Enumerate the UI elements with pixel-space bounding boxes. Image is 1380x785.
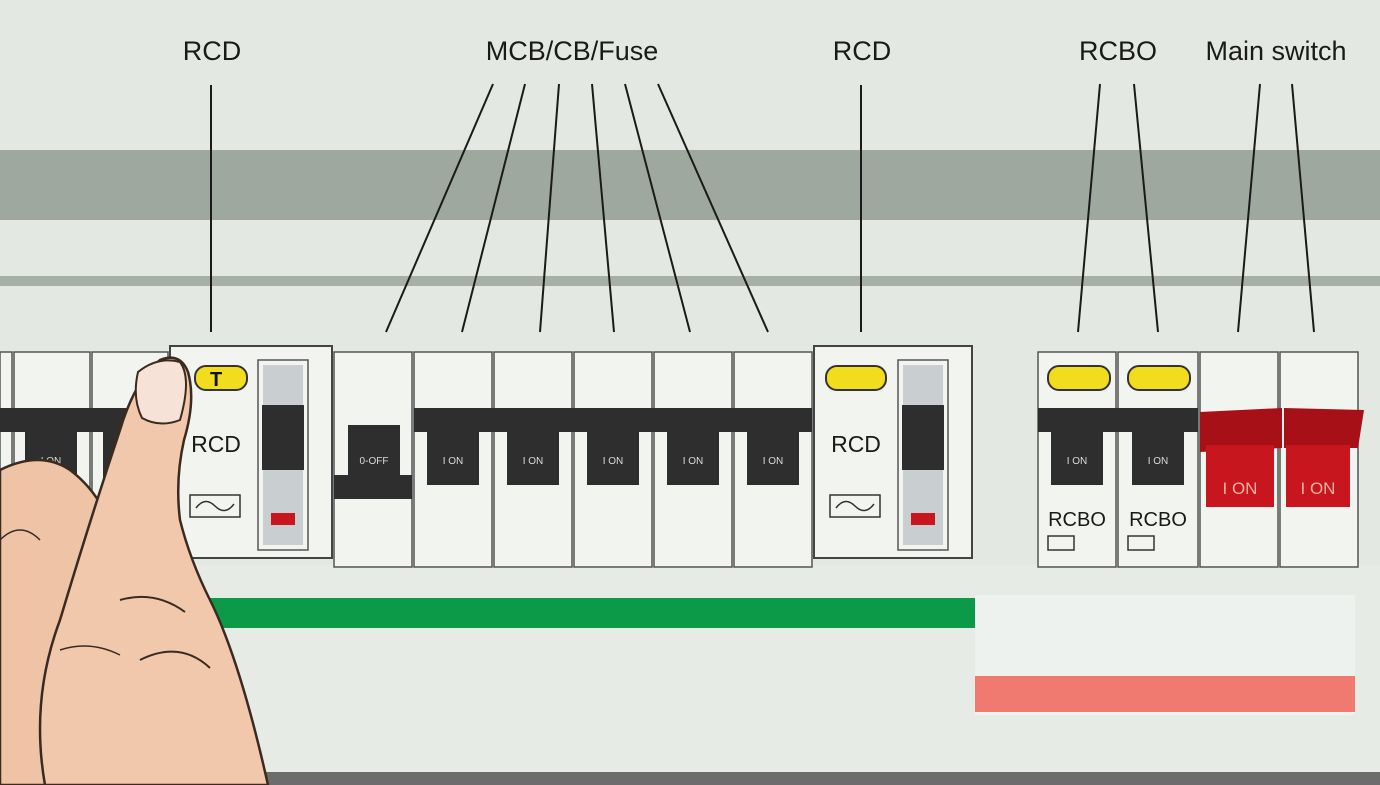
svg-text:I ON: I ON [1067,456,1088,467]
fingernail [134,359,187,425]
rcd-right-symbol [829,494,881,518]
svg-text:I ON: I ON [763,456,784,467]
red-bar [975,676,1355,712]
cover-rail [0,276,1380,286]
toggle-rcbo-1[interactable] [1051,430,1103,485]
rcbo-2-symbol [1127,535,1155,551]
label-rcd-left: RCD [183,36,242,66]
toggle-mcb-6[interactable] [747,430,799,485]
rcd-left-test-button[interactable] [194,365,248,391]
main-switch-toggle-1[interactable] [1206,445,1274,507]
svg-text:I ON: I ON [443,456,464,467]
pointing-hand [0,356,270,785]
rcbo-1-symbol [1047,535,1075,551]
bottom-edge [0,772,1380,785]
rcd-left-indicator [271,513,295,525]
rcd-left: T RCD [169,345,333,559]
main-switch: I ON I ON [1199,351,1364,568]
rcd-right-test-button[interactable] [825,365,887,391]
rcd-right-label: RCD [831,431,881,457]
svg-text:I ON: I ON [1223,479,1258,498]
rcd-left-symbol [189,494,241,518]
rcbo-1-label: RCBO [1048,509,1106,531]
rcd-right: RCD [813,345,973,559]
toggle-mcb-1-off[interactable] [348,425,400,487]
rcd-right-toggle[interactable] [902,405,944,470]
rcbo-1-test-button[interactable] [1047,365,1111,391]
svg-text:I ON: I ON [1148,456,1169,467]
label-main-switch: Main switch [1205,36,1346,66]
rcd-left-toggle[interactable] [262,405,304,470]
toggle-mcb-3[interactable] [507,430,559,485]
toggle-mcb-2[interactable] [427,430,479,485]
toggle-mcb-5[interactable] [667,430,719,485]
label-rcbo: RCBO [1079,36,1157,66]
svg-text:I ON: I ON [603,456,624,467]
svg-text:0-OFF: 0-OFF [360,456,389,467]
cover-band [0,150,1380,220]
mcb-group: 0-OFF I ON I ON I ON I ON I ON [333,351,813,568]
leader-lines [210,83,1315,333]
svg-text:I ON: I ON [523,456,544,467]
rcbo-2-test-button[interactable] [1127,365,1191,391]
main-switch-toggle-2[interactable] [1286,445,1350,507]
green-bar [190,598,975,628]
rcbo-group: I ON I ON RCBO RCBO [1037,351,1199,568]
label-rcd-right: RCD [833,36,892,66]
svg-text:I ON: I ON [1301,479,1336,498]
rcd-left-label: RCD [191,431,241,457]
toggle-rcbo-2[interactable] [1132,430,1184,485]
label-mcb: MCB/CB/Fuse [486,36,659,66]
svg-text:T: T [210,369,222,391]
rcbo-2-label: RCBO [1129,509,1187,531]
rcd-right-indicator [911,513,935,525]
svg-text:I ON: I ON [683,456,704,467]
toggle-mcb-4[interactable] [587,430,639,485]
